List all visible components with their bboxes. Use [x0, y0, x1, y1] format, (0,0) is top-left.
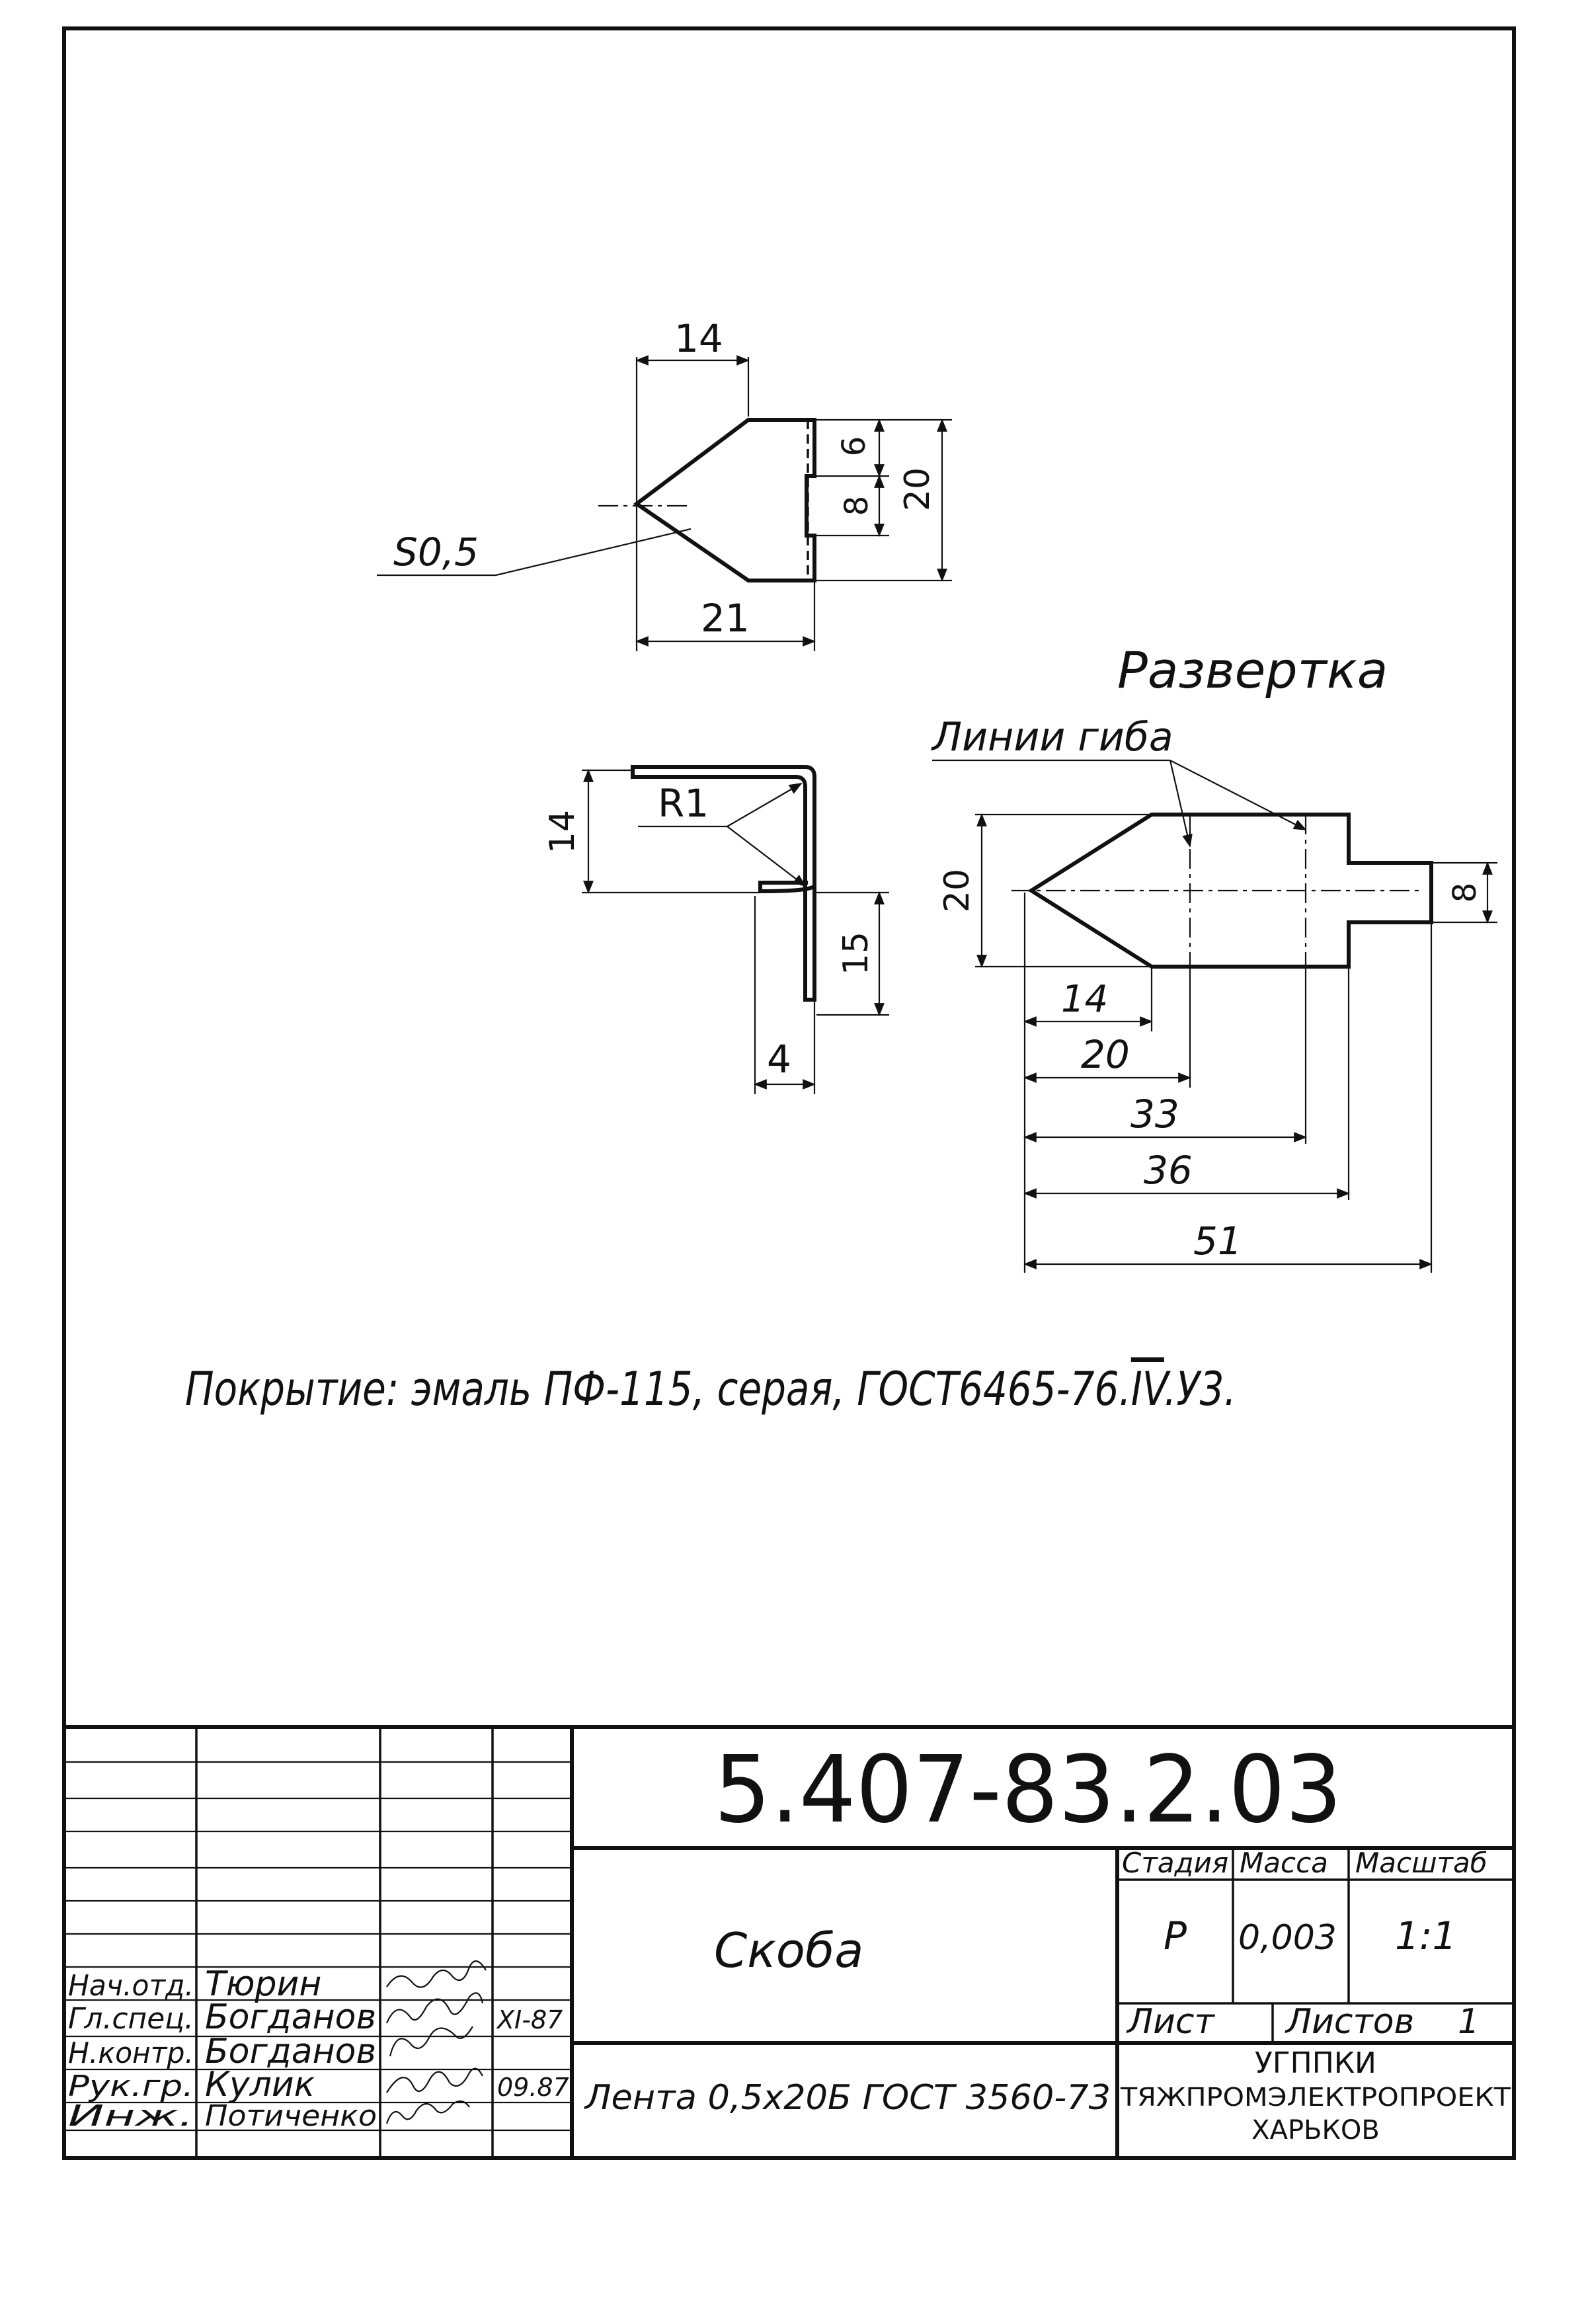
dim-side-offset: 4 [767, 1037, 791, 1082]
development-title: Развертка [1117, 641, 1388, 700]
value-stage: Р [1164, 1913, 1187, 1958]
dim-dev-tab: 8 [1446, 883, 1484, 903]
material: Лента 0,5х20Б ГОСТ 3560-73 [584, 2078, 1111, 2118]
sheets-label: Листов [1285, 2002, 1414, 2042]
top-view-outline [633, 418, 816, 582]
name-2: Богданов [205, 1997, 376, 2037]
value-mass: 0,003 [1238, 1918, 1337, 1958]
dim-dev-d2: 20 [1081, 1032, 1130, 1077]
name-4: Кулик [205, 2065, 315, 2104]
date-4: 09.87 [497, 2073, 569, 2102]
dim-top-length: 21 [701, 596, 750, 641]
signature-1 [386, 1960, 487, 1988]
org-line-2: ТЯЖПРОМЭЛЕКТРОПРОЕКТ [1120, 2083, 1511, 2112]
header-mass: Масса [1240, 1847, 1328, 1879]
date-2: XI-87 [496, 2005, 563, 2034]
dim-dev-height: 20 [937, 869, 977, 912]
dim-side-upper: 14 [543, 810, 582, 854]
sheets-count: 1 [1458, 2002, 1480, 2042]
org-line-1: УГППКИ [1255, 2046, 1376, 2080]
development-outline [1027, 813, 1433, 969]
header-stage: Стадия [1122, 1847, 1228, 1879]
sheet-label: Лист [1126, 2002, 1215, 2042]
dim-top-height: 20 [898, 467, 937, 511]
dim-dev-d5: 51 [1193, 1219, 1242, 1263]
name-1: Тюрин [205, 1964, 321, 2004]
radius-label: R1 [658, 781, 709, 826]
signature-5 [385, 2100, 470, 2124]
side-view-profile [631, 765, 816, 1002]
role-3: Н.контр. [68, 2036, 194, 2070]
header-scale: Масштаб [1355, 1847, 1487, 1879]
top-view: 14 6 8 20 21 S0,5 [377, 316, 952, 651]
org-line-3: ХАРЬКОВ [1251, 2115, 1380, 2145]
part-name: Скоба [714, 1923, 863, 1978]
coating-note: Покрытие: эмаль ПФ-115, серая, ГОСТ6465-… [185, 1362, 1236, 1416]
dim-dev-d4: 36 [1144, 1148, 1193, 1193]
development-view: Развертка Линии гиба 20 8 14 20 33 36 51 [931, 641, 1497, 1273]
signature-2 [385, 1992, 484, 2024]
value-scale: 1:1 [1395, 1913, 1456, 1958]
designation: 5.407-83.2.03 [714, 1736, 1342, 1844]
title-block: 5.407-83.2.03 Скоба Лента 0,5х20Б ГОСТ 3… [64, 1725, 1514, 2158]
side-view: 14 15 4 R1 [543, 765, 889, 1094]
role-1: Нач.отд. [68, 1969, 194, 2003]
dim-side-lower: 15 [836, 932, 876, 975]
role-4: Рук.гр. [68, 2069, 194, 2103]
signature-3 [389, 2026, 473, 2057]
bend-lines-label: Линии гиба [931, 714, 1173, 760]
dim-top-slot: 6 [836, 436, 873, 457]
role-2: Гл.спец. [68, 2002, 194, 2036]
signature-4 [386, 2067, 483, 2093]
thickness-label: S0,5 [393, 530, 479, 575]
dim-dev-d1: 14 [1061, 978, 1108, 1021]
role-5: Инж. [68, 2099, 194, 2133]
dim-top-width: 14 [674, 316, 723, 361]
dim-dev-d3: 33 [1130, 1092, 1179, 1137]
dim-top-gap: 8 [838, 496, 875, 516]
name-5: Потиченко [205, 2099, 377, 2133]
name-3: Богданов [205, 2032, 376, 2071]
sheet-frame [62, 26, 1516, 2160]
